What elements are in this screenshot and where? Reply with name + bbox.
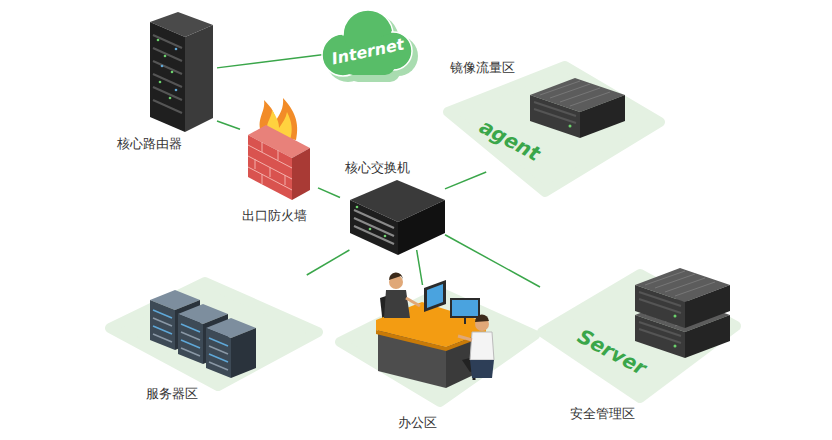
zone-platform — [110, 282, 318, 386]
router-rack — [153, 74, 182, 87]
office-workstation — [424, 280, 446, 312]
server-zone: 服务器区 — [108, 275, 320, 405]
firewall-wall — [278, 150, 279, 160]
zone-platform — [448, 66, 660, 192]
firewall-wall — [248, 167, 292, 190]
internet-cloud — [322, 10, 412, 76]
network-link — [217, 55, 322, 68]
router-rack — [161, 65, 164, 68]
internet-cloud — [324, 12, 411, 76]
office-workstation — [406, 298, 420, 306]
office-workstation — [376, 330, 446, 351]
agent-server — [530, 78, 625, 138]
router-rack — [153, 87, 182, 100]
router-rack — [157, 39, 174, 100]
router-rack — [185, 25, 213, 132]
firewall-wall — [262, 174, 263, 184]
internet-cloud — [322, 10, 418, 82]
core-switch — [354, 210, 394, 244]
core-switch — [354, 210, 394, 228]
core-switch — [356, 206, 387, 238]
network-link — [318, 188, 340, 198]
router-rack — [159, 81, 162, 84]
firewall-wall — [292, 148, 310, 200]
core-switch — [384, 235, 387, 238]
office-workstation — [475, 314, 489, 322]
zone-label: 服务器区 — [146, 386, 198, 402]
router-rack — [161, 48, 178, 92]
office-workstation — [384, 290, 410, 318]
router-rack — [164, 55, 167, 58]
firewall-wall — [248, 135, 292, 200]
core-switch — [369, 228, 372, 231]
router-rack — [153, 48, 182, 61]
router-rack — [157, 39, 160, 42]
office-workstation — [427, 284, 443, 308]
internet-cloud-node: Internet — [322, 8, 417, 88]
network-link — [445, 235, 540, 287]
router-rack — [153, 61, 182, 74]
zone-label: 镜像流量区 — [450, 60, 515, 76]
office-workstation — [389, 272, 403, 280]
core-switch — [350, 180, 445, 255]
firewall-wall — [248, 98, 310, 200]
network-link — [217, 121, 240, 129]
network-link — [445, 172, 486, 189]
network-link — [307, 250, 350, 275]
switch-node: 核心交换机 — [340, 158, 445, 250]
router-rack — [150, 22, 185, 132]
office-workstation — [376, 272, 494, 388]
brand-text: Server — [574, 325, 650, 379]
core-switch — [354, 218, 394, 236]
office-workstation — [464, 318, 466, 324]
router-node: 核心路由器 — [112, 12, 217, 154]
zone-label: 安全管理区 — [570, 406, 635, 422]
core-switch — [354, 226, 394, 244]
security-server — [635, 268, 730, 358]
office-workstation — [458, 336, 472, 340]
zone-platform — [340, 292, 535, 402]
core-switch — [356, 206, 359, 209]
zone-label: 出口防火墙 — [242, 208, 307, 224]
office-workstation — [452, 300, 478, 316]
security-zone: 安全管理区 Server — [540, 262, 740, 423]
zone-label: 核心路由器 — [117, 136, 182, 152]
router-rack — [171, 71, 174, 74]
router-rack — [169, 97, 172, 100]
zone-label: 核心交换机 — [345, 160, 410, 176]
router-rack — [175, 48, 178, 51]
firewall-wall — [285, 175, 286, 185]
router-rack — [153, 100, 182, 113]
cloud-text: Internet — [330, 36, 406, 69]
firewall-wall — [248, 145, 292, 168]
router-rack — [153, 35, 182, 48]
server-towers — [206, 318, 256, 378]
office-workstation — [450, 298, 480, 318]
router-rack — [175, 89, 178, 92]
router-rack — [150, 12, 213, 132]
firewall-wall — [262, 142, 263, 152]
office-workstation — [470, 360, 494, 378]
router-rack — [153, 35, 182, 113]
firewall-wall — [270, 167, 271, 177]
security-server — [635, 268, 730, 328]
core-switch — [398, 200, 445, 255]
firewall-node: 出口防火墙 — [240, 100, 318, 230]
core-switch — [350, 200, 398, 255]
firewall-wall — [255, 159, 256, 169]
zone-label: 办公区 — [398, 415, 437, 431]
firewall-wall — [248, 142, 292, 190]
brand-text: agent — [476, 115, 544, 165]
mirror-zone: 镜像流量区 agent — [445, 58, 660, 172]
office-workstation — [470, 332, 494, 360]
server-towers — [150, 290, 256, 378]
network-link — [417, 250, 423, 285]
office-zone: 办公区 — [340, 285, 530, 432]
agent-server — [530, 78, 625, 138]
